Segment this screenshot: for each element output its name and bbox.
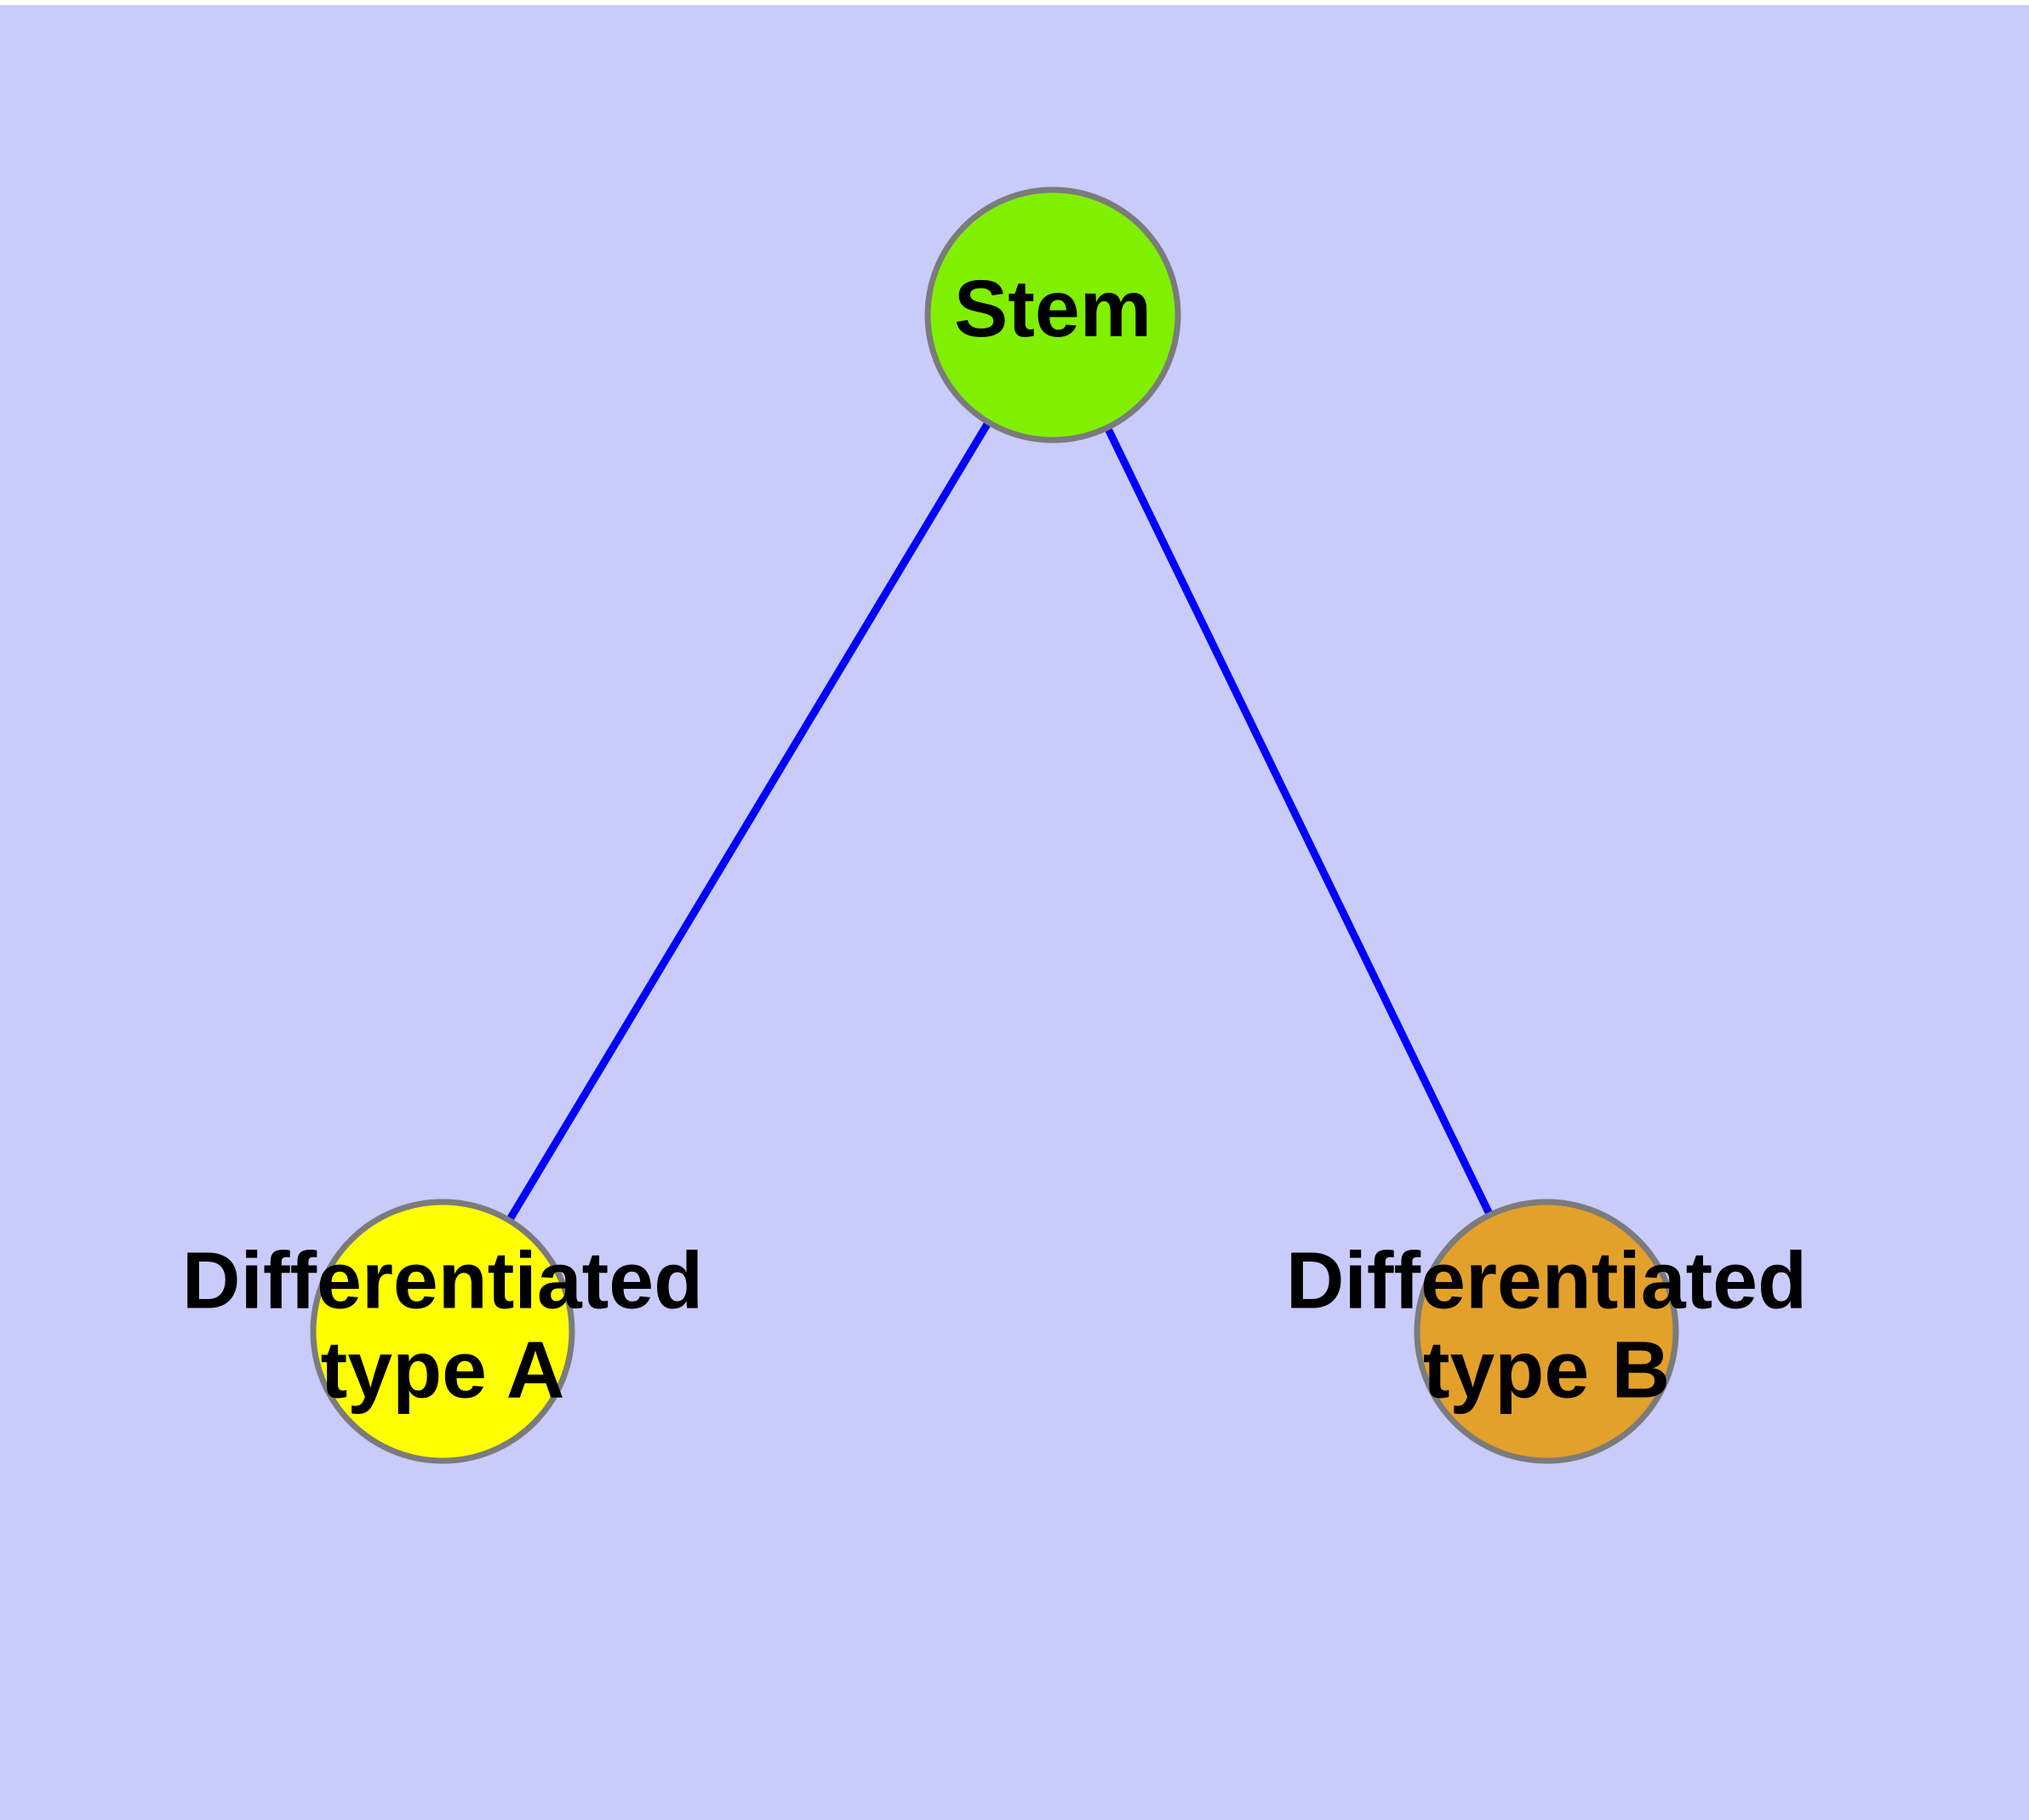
nodes-layer bbox=[310, 186, 1679, 1464]
node-label-line: Stem bbox=[954, 264, 1152, 354]
node-label-line: type A bbox=[321, 1325, 565, 1416]
edge-stem-to-differentiated-type-a[interactable] bbox=[506, 420, 992, 1223]
node-label-line: Differentiated bbox=[1286, 1236, 1807, 1326]
node-stem[interactable] bbox=[924, 186, 1181, 444]
node-differentiated-type-b[interactable] bbox=[1414, 1199, 1679, 1464]
node-label-line: Differentiated bbox=[182, 1236, 703, 1326]
node-label-line: type B bbox=[1423, 1325, 1670, 1416]
edges-layer bbox=[506, 420, 1494, 1223]
node-differentiated-type-a[interactable] bbox=[310, 1199, 575, 1464]
node-label-stem: Stem bbox=[954, 264, 1152, 354]
edge-stem-to-differentiated-type-b[interactable] bbox=[1104, 426, 1494, 1217]
